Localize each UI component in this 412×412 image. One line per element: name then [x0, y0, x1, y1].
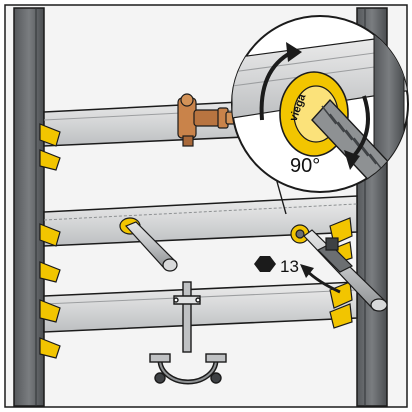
wrench-arrow-head	[300, 264, 314, 278]
magnified-callout: viega 90°	[231, 15, 409, 193]
wrench-size-label: 13	[280, 257, 299, 276]
rotate-arrow-left	[259, 50, 293, 121]
clip	[39, 149, 61, 171]
rotation-angle-label: 90°	[290, 155, 320, 177]
rotate-arrow-right	[350, 95, 370, 160]
left-frame-post	[13, 7, 45, 407]
rotate-arrowhead-right	[344, 150, 360, 170]
clip	[39, 261, 61, 283]
middle-left-pipe	[119, 217, 178, 272]
wrench-tool	[316, 237, 354, 273]
callout-leader-line	[275, 177, 287, 215]
rotate-arrowhead-left	[286, 42, 302, 62]
left-rail-clips	[39, 123, 61, 359]
clip	[39, 123, 61, 147]
hex-nut-icon	[254, 256, 276, 272]
pipe-hanger-clamp	[149, 281, 227, 385]
clip	[39, 299, 61, 323]
clip	[329, 303, 353, 329]
brass-valve-fitting	[177, 93, 243, 147]
clip	[39, 223, 61, 247]
wrench-size-badge: 13	[254, 256, 299, 276]
clip	[39, 337, 61, 359]
